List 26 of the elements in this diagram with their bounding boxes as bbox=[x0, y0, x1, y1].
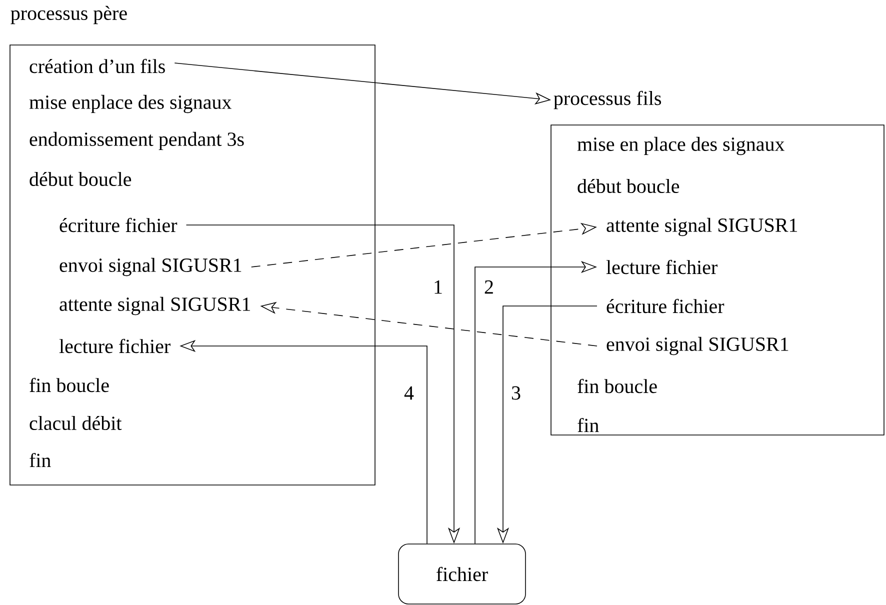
step-text: fin bbox=[30, 452, 51, 468]
edge-label: 2 bbox=[484, 280, 493, 294]
edge-label: 1 bbox=[434, 280, 442, 294]
step-text: fin boucle bbox=[578, 378, 657, 394]
edge-label: 4 bbox=[404, 386, 414, 400]
step-text: fin bbox=[578, 418, 599, 432]
step-text: clacul débit bbox=[30, 416, 122, 430]
node-label: processus fils bbox=[554, 90, 662, 110]
step-text: envoi signal SIGUSR1 bbox=[60, 258, 242, 276]
step-text: mise en place des signaux bbox=[577, 136, 784, 156]
step-text: fin boucle bbox=[30, 378, 109, 392]
step-text: envoi signal SIGUSR1 bbox=[606, 336, 788, 356]
step-text: mise enplace des signaux bbox=[29, 94, 232, 114]
step-text: début boucle bbox=[578, 178, 680, 194]
step-text: attente signal SIGUSR1 bbox=[60, 296, 250, 316]
file-box: fichier bbox=[398, 544, 526, 604]
node-label: processus père bbox=[10, 6, 127, 24]
step-text: endomissement pendant 3s bbox=[30, 132, 244, 150]
step-text: création d’un fils bbox=[30, 58, 165, 74]
edge-label: 3 bbox=[512, 386, 520, 400]
step-text: écriture fichier bbox=[60, 218, 178, 232]
step-text: début boucle bbox=[30, 172, 132, 186]
step-text: écriture fichier bbox=[606, 298, 724, 314]
step-text: lecture fichier bbox=[59, 338, 170, 354]
step-text: lecture fichier bbox=[606, 260, 718, 274]
step-text: attente signal SIGUSR1 bbox=[606, 218, 798, 236]
